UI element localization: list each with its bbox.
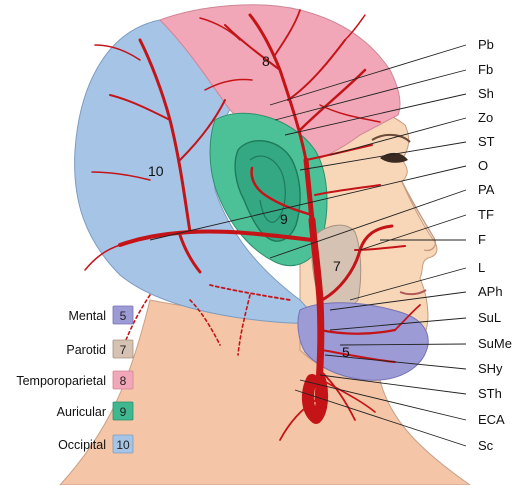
- label-pb: Pb: [478, 37, 494, 52]
- svg-text:Temporoparietal: Temporoparietal: [16, 374, 106, 388]
- artery-labels: Pb Fb Sh Zo ST O PA TF F L APh SuL SuMe …: [478, 37, 512, 453]
- legend-item-auricular: Auricular 9: [57, 401, 134, 421]
- territory-number-parotid: 7: [333, 258, 341, 274]
- eyebrow: [371, 134, 411, 143]
- mental-territory: [297, 302, 429, 381]
- legend: Mental 5 Parotid 7 Temporoparietal 8 Aur…: [16, 305, 134, 454]
- leader-lines: [149, 44, 467, 447]
- label-zo: Zo: [478, 110, 493, 125]
- label-pa: PA: [478, 182, 495, 197]
- deep-artery-dashes: [125, 284, 291, 356]
- label-aph: APh: [478, 284, 503, 299]
- label-f: F: [478, 232, 486, 247]
- label-o: O: [478, 158, 488, 173]
- svg-text:Auricular: Auricular: [57, 405, 106, 419]
- territory-number-temporoparietal: 8: [262, 53, 270, 69]
- mouth: [399, 289, 427, 296]
- legend-item-occipital: Occipital 10: [58, 434, 134, 454]
- label-l: L: [478, 260, 485, 275]
- label-shy: SHy: [478, 361, 503, 376]
- territory-number-mental: 5: [342, 344, 350, 360]
- label-eca: ECA: [478, 412, 505, 427]
- svg-text:10: 10: [116, 438, 130, 452]
- label-st: ST: [478, 134, 495, 149]
- territory-number-auricular: 9: [280, 211, 288, 227]
- svg-text:9: 9: [120, 405, 127, 419]
- svg-text:5: 5: [120, 309, 127, 323]
- legend-item-mental: Mental 5: [68, 305, 134, 325]
- artery-network: [84, 9, 421, 441]
- label-tf: TF: [478, 207, 494, 222]
- svg-text:Parotid: Parotid: [66, 343, 106, 357]
- label-fb: Fb: [478, 62, 493, 77]
- label-sume: SuMe: [478, 336, 512, 351]
- svg-text:Occipital: Occipital: [58, 438, 106, 452]
- svg-text:7: 7: [120, 343, 127, 357]
- legend-item-parotid: Parotid 7: [66, 339, 134, 359]
- label-sth: STh: [478, 386, 502, 401]
- label-sc: Sc: [478, 438, 494, 453]
- temporoparietal-territory: [159, 4, 401, 166]
- label-sul: SuL: [478, 310, 501, 325]
- svg-text:Mental: Mental: [68, 309, 106, 323]
- svg-text:8: 8: [120, 374, 127, 388]
- territory-number-occipital: 10: [148, 163, 164, 179]
- nose: [401, 181, 436, 252]
- legend-item-temporoparietal: Temporoparietal 8: [16, 370, 134, 390]
- label-sh: Sh: [478, 86, 494, 101]
